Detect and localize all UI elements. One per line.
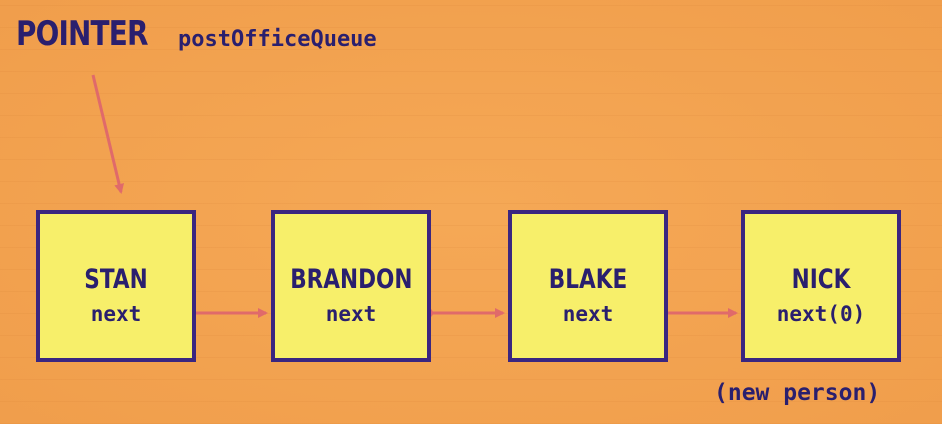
node-next-field: next bbox=[562, 302, 614, 326]
node-name: STAN bbox=[84, 264, 148, 295]
pointer-arrow bbox=[91, 74, 125, 194]
pointer-variable-name: postOfficeQueue bbox=[178, 27, 377, 52]
node-brandon: BRANDON next bbox=[271, 210, 431, 362]
node-next-field: next bbox=[90, 302, 142, 326]
node-nick: NICK next(0) bbox=[741, 210, 901, 362]
new-person-note: (new person) bbox=[714, 380, 881, 406]
node-name: NICK bbox=[791, 264, 851, 295]
pointer-label: POINTER bbox=[16, 14, 148, 54]
node-stan: STAN next bbox=[36, 210, 196, 362]
node-name: BRANDON bbox=[290, 264, 413, 295]
node-name: BLAKE bbox=[548, 264, 628, 295]
node-next-field: next bbox=[325, 302, 377, 326]
node-blake: BLAKE next bbox=[508, 210, 668, 362]
node-next-field: next(0) bbox=[776, 302, 866, 326]
